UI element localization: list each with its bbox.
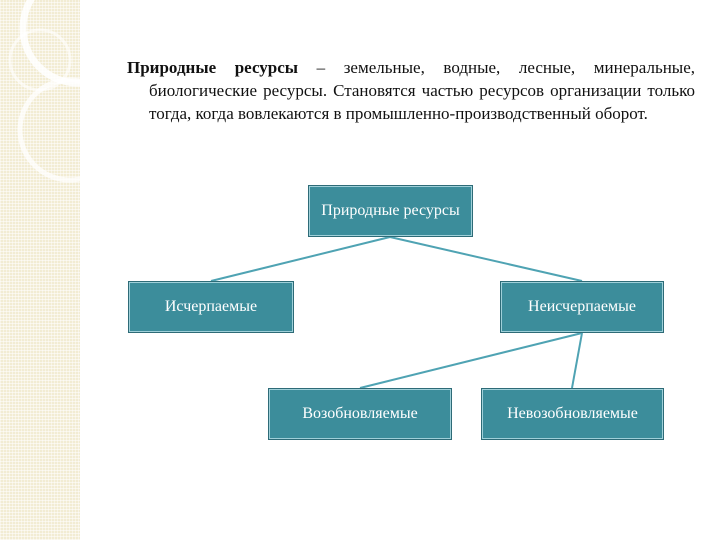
definition-paragraph: Природные ресурсы – земельные, водные, л…: [127, 56, 695, 125]
decorative-circles: [8, 0, 80, 183]
decorative-side-strip: [0, 0, 80, 540]
node-exhaustible-label: Исчерпаемые: [164, 298, 258, 315]
node-nonrenewable: Невозобновляемые: [481, 388, 664, 440]
connector-root-inexhaustible: [389, 236, 583, 282]
definition-term: Природные ресурсы: [127, 58, 299, 77]
node-exhaustible: Исчерпаемые: [128, 281, 294, 333]
node-renewable-label: Возобновляемые: [302, 405, 418, 422]
node-natural-resources: Природные ресурсы: [308, 185, 473, 237]
connector-inexhaustible-renewable: [359, 332, 583, 389]
node-nonrenewable-label: Невозобновляемые: [507, 405, 638, 422]
connector-inexhaustible-nonrenewable: [571, 332, 583, 389]
connector-root-exhaustible: [210, 236, 391, 282]
node-inexhaustible: Неисчерпаемые: [500, 281, 664, 333]
node-natural-resources-label: Природные ресурсы: [321, 202, 460, 219]
node-inexhaustible-label: Неисчерпаемые: [528, 298, 636, 315]
definition-text: – земельные, водные, лесные, минеральные…: [149, 58, 696, 123]
node-renewable: Возобновляемые: [268, 388, 452, 440]
